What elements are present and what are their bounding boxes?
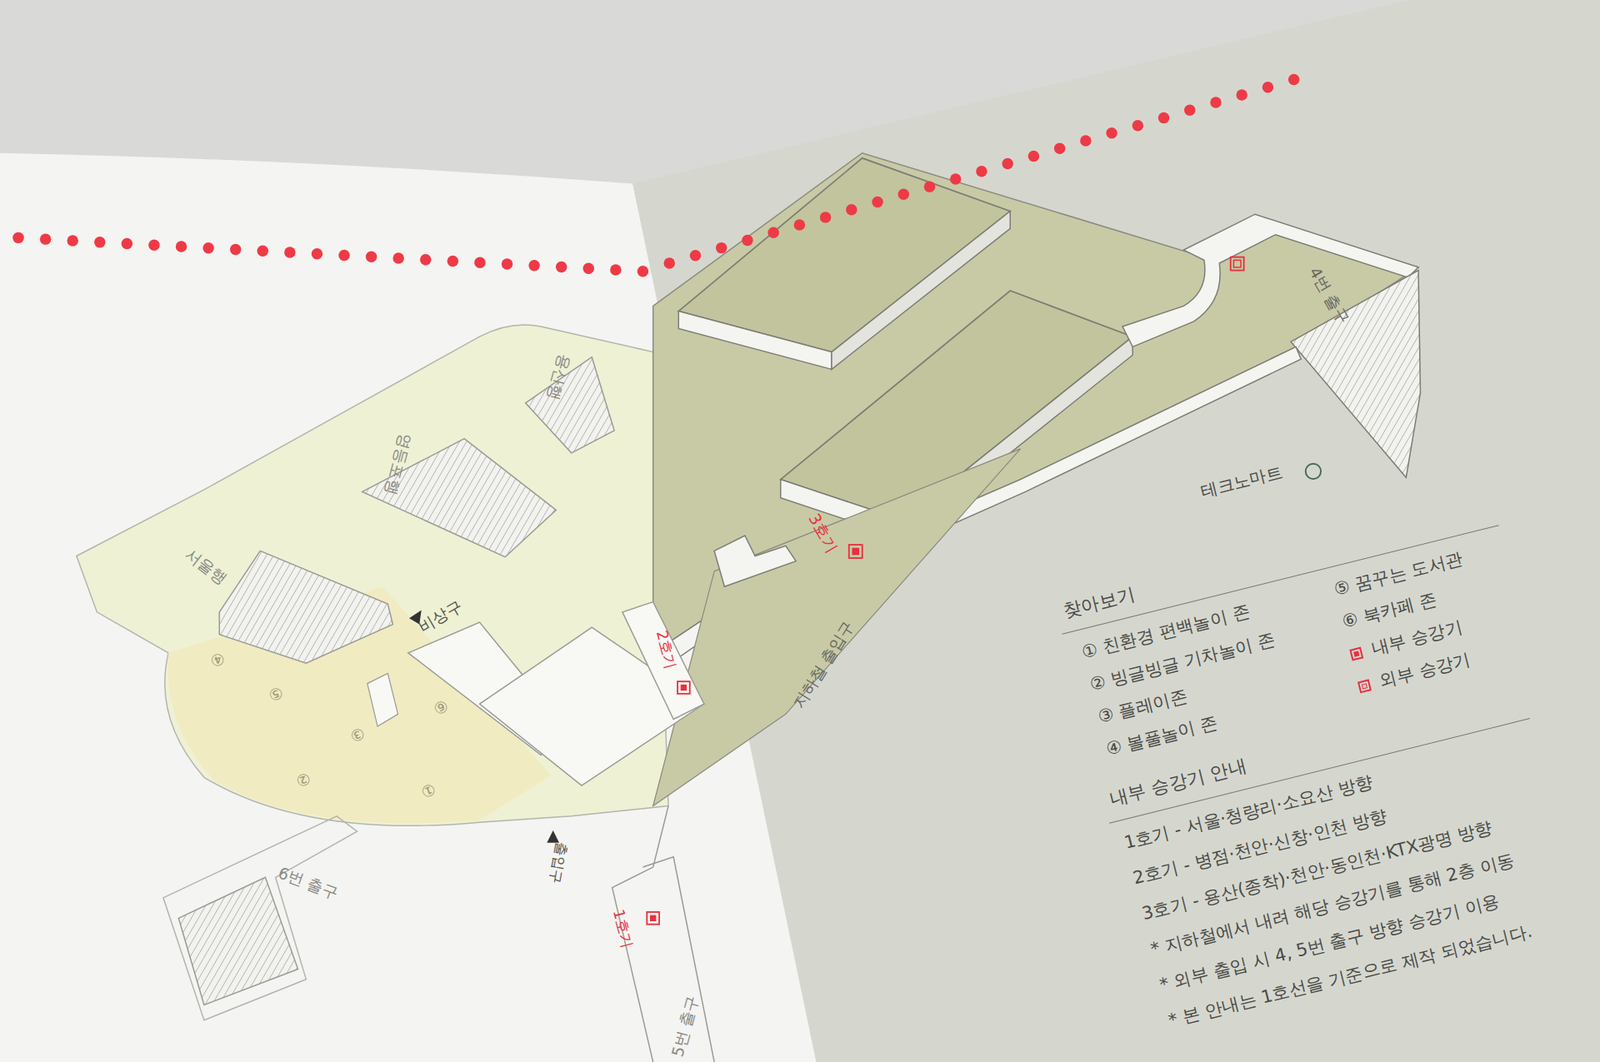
route-dot <box>175 240 187 252</box>
route-dot <box>202 242 214 254</box>
route-dot <box>528 260 540 271</box>
legend-swatch <box>1349 647 1364 662</box>
right-page <box>632 0 1600 1062</box>
route-dot <box>637 265 649 277</box>
stairs <box>219 550 393 664</box>
route-dot <box>66 235 78 246</box>
route-dot <box>121 238 133 250</box>
route-dot <box>1054 142 1065 154</box>
wall <box>714 535 796 587</box>
elevator-symbol <box>849 545 863 559</box>
route-dot <box>1184 105 1195 116</box>
wall <box>367 673 399 727</box>
route-dot <box>690 250 701 261</box>
route-dot <box>1288 74 1300 85</box>
route-dot <box>365 250 377 262</box>
route-dot <box>1080 135 1091 146</box>
route-dot <box>1028 150 1040 162</box>
route-dot <box>924 180 935 192</box>
route-dot <box>1132 120 1144 131</box>
elevator-symbol <box>1230 257 1245 271</box>
route-dot <box>12 232 24 244</box>
route-dot <box>420 254 431 265</box>
elevator-symbol <box>677 681 690 695</box>
legend-text: 외부 승강기 <box>1377 650 1473 693</box>
elevator-symbol <box>851 548 860 556</box>
route-dot <box>474 257 485 269</box>
dotted-route <box>12 74 1300 278</box>
route-dot <box>501 258 513 270</box>
route-dot <box>392 252 404 264</box>
route-dot <box>1210 96 1221 108</box>
route-dot <box>1105 127 1117 139</box>
route-dot <box>664 257 675 269</box>
route-dot <box>1158 112 1170 124</box>
route-dot <box>1001 158 1013 170</box>
legend-swatch-inner <box>1361 683 1368 690</box>
route-dot <box>447 255 459 267</box>
entrance-corridor <box>653 449 1021 807</box>
exit-corridor <box>163 816 358 1021</box>
route-dot <box>230 244 241 255</box>
elevator-symbol <box>650 915 656 922</box>
route-dot <box>820 211 831 223</box>
legend-swatch-inner <box>1353 650 1360 657</box>
legend-text: ⑤ 꿈꾸는 도서관 <box>1331 548 1465 601</box>
route-dot <box>975 165 987 177</box>
route-dot <box>610 264 621 275</box>
route-dot <box>845 204 857 215</box>
route-dot <box>741 235 753 246</box>
route-dot <box>148 239 160 250</box>
route-dot <box>871 196 883 208</box>
route-dot <box>338 250 350 261</box>
route-dot <box>583 263 595 275</box>
route-dot <box>1235 89 1247 100</box>
elevator-symbol <box>646 912 660 925</box>
location-marker <box>1305 464 1321 480</box>
route-dot <box>950 173 961 185</box>
route-dot <box>767 227 779 239</box>
route-dot <box>794 219 805 230</box>
route-dot <box>555 261 567 273</box>
elevator-symbol <box>1233 260 1241 268</box>
section-heading: 내부 승강기 안내 <box>1107 755 1249 810</box>
legend-swatch <box>1357 679 1372 694</box>
wall <box>678 311 832 370</box>
route-dot <box>257 245 269 256</box>
wall <box>622 602 705 720</box>
route-dot <box>40 233 51 245</box>
route-dot <box>284 246 295 258</box>
exit-stairs <box>1290 270 1421 479</box>
route-dot <box>311 248 323 260</box>
exit-stairs <box>178 877 298 1005</box>
elevator-symbol <box>680 685 687 691</box>
route-dot <box>94 236 105 248</box>
route-dot <box>898 189 910 200</box>
route-dot <box>1262 81 1274 93</box>
route-dot <box>715 242 727 254</box>
